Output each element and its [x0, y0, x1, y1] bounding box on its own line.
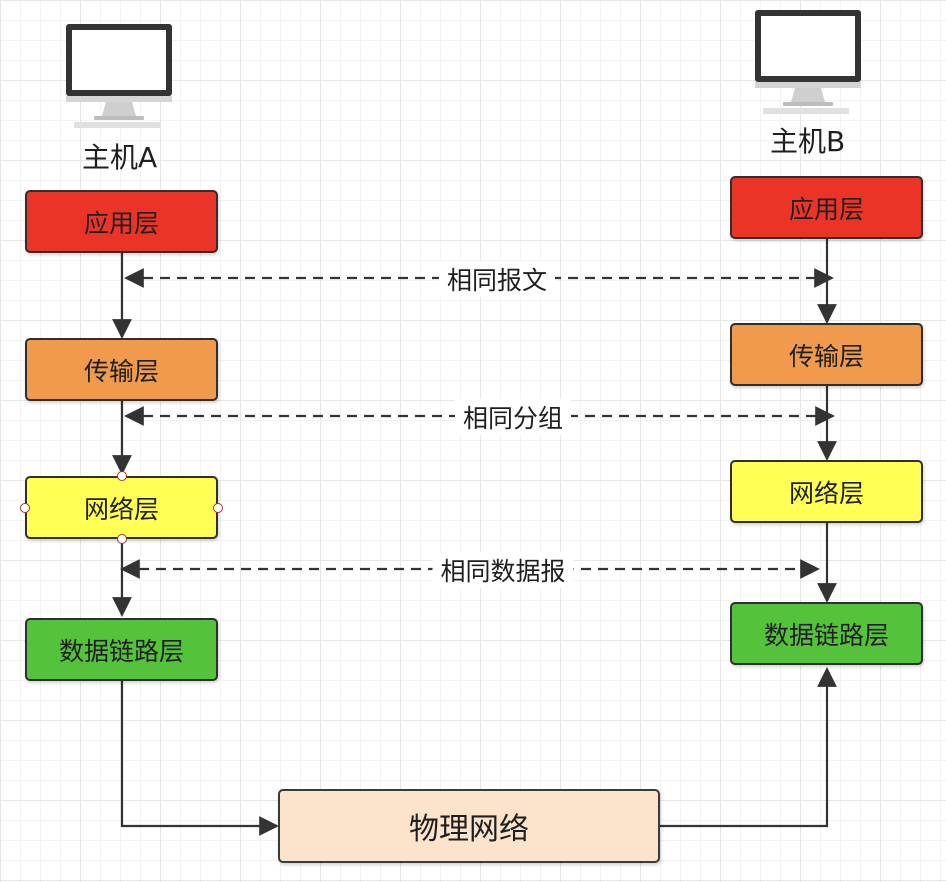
selection-handle-left[interactable]: [20, 503, 30, 513]
host-b-label: 主机B: [770, 125, 846, 158]
host-a-computer-icon: [66, 24, 172, 128]
host-a-label: 主机A: [82, 141, 158, 174]
peer-label-network: 相同数据报: [432, 552, 574, 588]
selection-handle-top[interactable]: [117, 471, 127, 481]
host-b-network-layer[interactable]: 网络层: [730, 460, 923, 523]
physical-network-box[interactable]: 物理网络: [278, 789, 660, 863]
selection-handle-bottom[interactable]: [117, 534, 127, 544]
selection-handle-right[interactable]: [213, 503, 223, 513]
a-datalink-to-physical-arrow: [120, 681, 279, 836]
host-a-datalink-layer[interactable]: 数据链路层: [25, 618, 218, 681]
host-b-transport-layer[interactable]: 传输层: [730, 323, 923, 386]
host-a-transport-layer[interactable]: 传输层: [25, 338, 218, 401]
host-b-application-layer[interactable]: 应用层: [730, 176, 923, 239]
peer-label-app: 相同报文: [438, 261, 556, 297]
peer-label-transport: 相同分组: [454, 399, 572, 435]
host-b-computer-icon: [755, 10, 861, 114]
physical-to-b-datalink-arrow: [660, 667, 837, 828]
host-a-application-layer[interactable]: 应用层: [25, 190, 218, 253]
host-a-network-layer[interactable]: 网络层: [25, 476, 218, 539]
host-b-datalink-layer[interactable]: 数据链路层: [730, 602, 923, 665]
